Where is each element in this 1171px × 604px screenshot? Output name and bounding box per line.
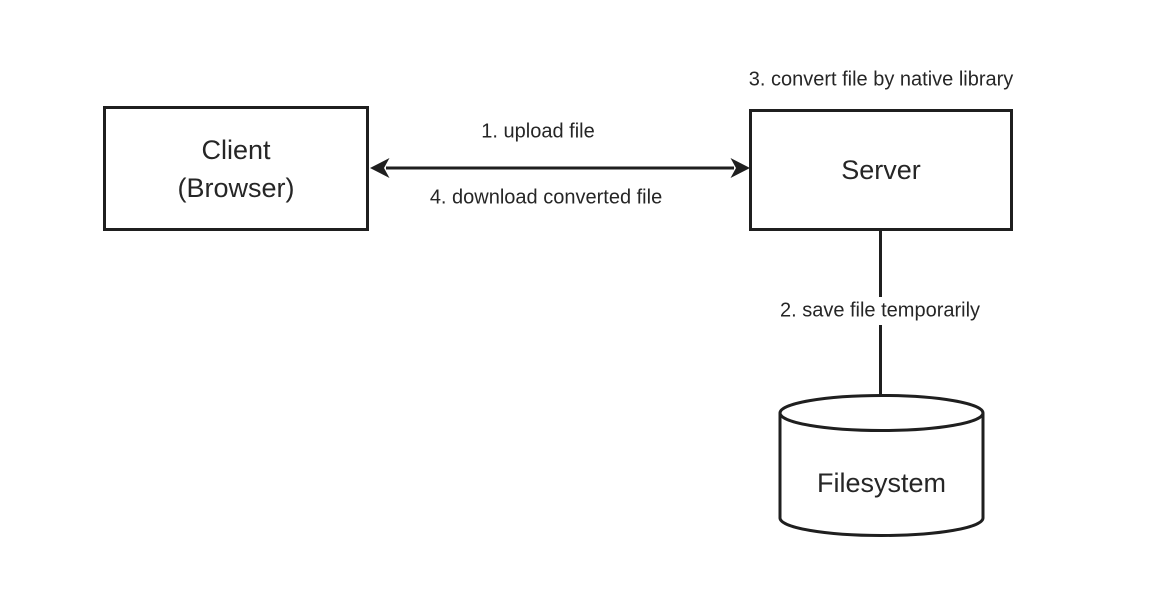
server-node: [749, 109, 1013, 231]
arrowhead-left-icon: [370, 158, 390, 178]
server-label: Server: [841, 155, 921, 185]
client-label-line1: Client: [201, 135, 271, 165]
client-server-arrow: [370, 158, 750, 178]
save-file-label-background: [763, 297, 997, 325]
filesystem-node: Filesystem: [778, 394, 985, 537]
arrowhead-right-icon: [730, 158, 750, 178]
download-converted-file-label: 4. download converted file: [430, 186, 662, 208]
client-label-line2: (Browser): [177, 173, 294, 203]
filesystem-label: Filesystem: [817, 468, 946, 498]
cylinder-top: [778, 394, 985, 432]
client-node: [103, 106, 369, 231]
convert-file-label: 3. convert file by native library: [749, 68, 1014, 90]
save-file-label: 2. save file temporarily: [780, 299, 980, 321]
upload-file-label: 1. upload file: [481, 120, 594, 142]
cylinder-body: [778, 413, 985, 537]
